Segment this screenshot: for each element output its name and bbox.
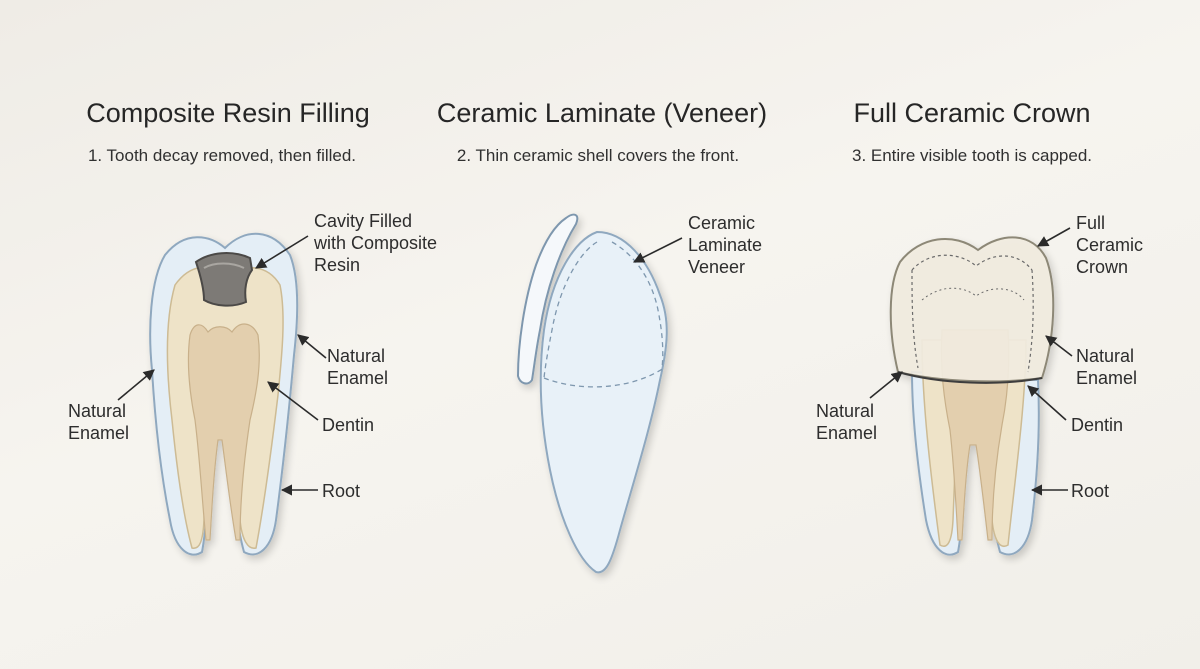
panel-subtitle-veneer: 2. Thin ceramic shell covers the front. xyxy=(456,146,740,165)
label-natural-enamel-left-1: Natural Enamel xyxy=(68,401,130,443)
panel-title-veneer: Ceramic Laminate (Veneer) xyxy=(436,98,768,128)
tooth-composite-filling xyxy=(194,252,254,307)
tooth-veneer-body xyxy=(539,230,668,574)
label-full-ceramic-crown: Full Ceramic Crown xyxy=(1076,213,1144,277)
label-cavity-filled: Cavity Filled with Composite Resin xyxy=(314,211,438,275)
label-natural-enamel-right-3: Natural Enamel xyxy=(1076,346,1138,388)
label-dentin-3: Dentin xyxy=(1071,415,1124,435)
label-ceramic-laminate-veneer: Ceramic Laminate Veneer xyxy=(688,213,763,277)
tooth-crown-leaders xyxy=(869,227,1073,496)
tooth-veneer-leaders xyxy=(632,237,683,263)
tooth-composite xyxy=(149,232,299,556)
tooth-veneer xyxy=(516,213,668,574)
panel-subtitle-composite: 1. Tooth decay removed, then filled. xyxy=(87,146,357,165)
label-root-1: Root xyxy=(322,481,361,501)
label-dentin-1: Dentin xyxy=(322,415,375,435)
label-natural-enamel-left-3: Natural Enamel xyxy=(816,401,878,443)
tooth-composite-pulp xyxy=(187,323,260,541)
panel-subtitle-crown: 3. Entire visible tooth is capped. xyxy=(851,146,1093,165)
tooth-veneer-shell xyxy=(516,213,579,385)
label-root-3: Root xyxy=(1071,481,1110,501)
tooth-crown-cap xyxy=(889,236,1055,383)
panel-title-composite: Composite Resin Filling xyxy=(86,98,370,128)
label-natural-enamel-right-1: Natural Enamel xyxy=(327,346,389,388)
tooth-crown xyxy=(889,236,1055,556)
panel-title-crown: Full Ceramic Crown xyxy=(853,98,1091,128)
tooth-composite-leaders xyxy=(117,235,327,496)
